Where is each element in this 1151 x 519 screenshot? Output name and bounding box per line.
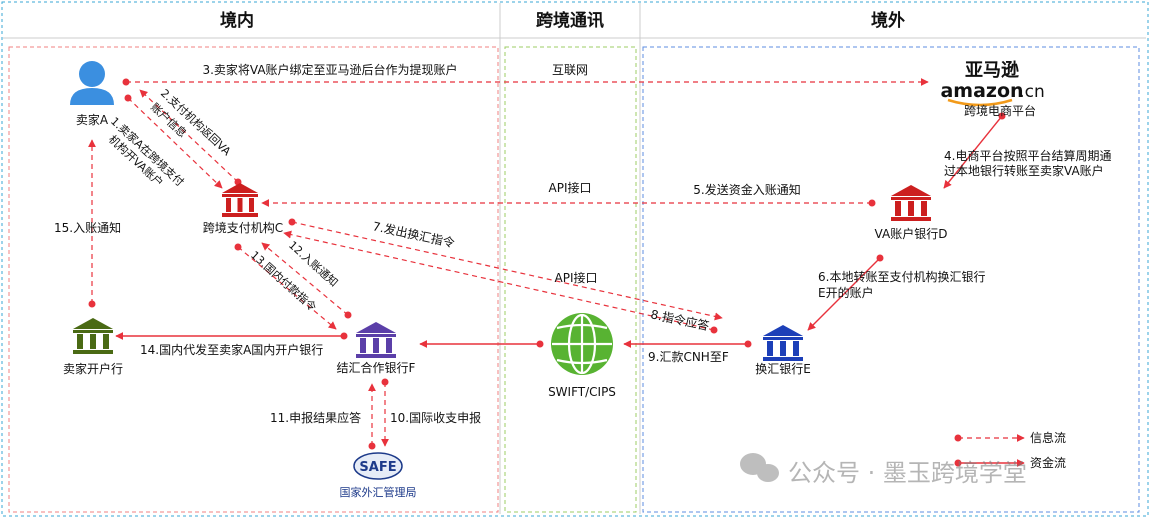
arrow-step-1 [127,97,223,189]
legend-fund-dot [954,459,962,467]
watermark: 公众号 · 墨玉跨境学堂 [740,453,1027,487]
safe-logo-text: SAFE [359,460,396,475]
channel-internet: 互联网 [552,63,588,77]
va-bank-d-label: VA账户银行D [875,226,948,241]
partner-bank-f-icon [356,322,396,358]
header-domestic: 境内 [220,10,254,31]
step-5-label: 5.发送资金入账通知 [693,182,800,197]
legend-fund-label: 资金流 [1030,455,1066,470]
seller-bank-label: 卖家开户行 [63,361,123,376]
amazon-logo: 亚马逊 amazon .cn [940,60,1045,107]
step-4-label-line1: 4.电商平台按照平台结算周期通 [944,148,1111,163]
arrow-step-12 [261,242,349,316]
arrow-step-7-start-dot [288,218,296,226]
payment-c-bank-icon [222,183,258,217]
swift-label: SWIFT/CIPS [548,385,616,399]
step-10-label: 10.国际收支申报 [390,410,481,425]
amazon-logo-suffix: .cn [1019,82,1045,102]
step-3-label: 3.卖家将VA账户绑定至亚马逊后台作为提现账户 [202,62,457,77]
step-7-label: 7.发出换汇指令 [371,218,456,250]
region-domestic [8,46,499,513]
seller-a-person-icon [70,61,114,105]
step-14-label: 14.国内代发至卖家A国内开户银行 [140,342,323,357]
region-overseas [642,46,1140,513]
arrow-step-6 [807,257,881,331]
arrow-step-8-start-dot [710,326,718,334]
arrow-step-7 [291,221,723,321]
step-15-label: 15.入账通知 [54,221,121,235]
arrow-step-5-start-dot [868,199,876,207]
safe-logo: SAFE [353,452,403,480]
arrow-step-15-start-dot [88,300,96,308]
amazon-logo-cn: 亚马逊 [965,60,1019,81]
legend-info-label: 信息流 [1030,430,1066,445]
arrow-step-8 [283,230,715,331]
legend-info-dot [954,434,962,442]
arrow-step-13 [237,246,337,330]
step-4-label-line2: 过本地银行转账至卖家VA账户 [944,163,1104,178]
arrow-step-2 [139,89,239,183]
arrow-step-3-start-dot [122,78,130,86]
arrow-step-6-start-dot [876,254,884,262]
channel-api-2: API接口 [555,270,598,285]
globe-icon [551,313,613,375]
step-6-label-line2: E开的账户 [818,285,874,300]
step-11-label: 11.申报结果应答 [270,410,361,425]
arrow-swift-to-f-start-dot [536,340,544,348]
header-cross-border: 跨境通讯 [536,10,604,31]
arrow-step-13-start-dot [234,243,242,251]
step-9-label: 9.汇款CNH至F [648,350,729,364]
amazon-smile-icon [947,98,1013,107]
arrow-step-14-start-dot [340,332,348,340]
step-6-label-line1: 6.本地转账至支付机构换汇银行 [818,269,985,284]
amazon-logo-en: amazon [940,80,1023,102]
va-bank-d-icon [891,185,931,221]
arrow-step-11-start-dot [368,442,376,450]
arrow-step-10-start-dot [381,378,389,386]
wechat-icon [740,453,779,482]
seller-bank-icon [73,318,113,354]
arrow-step-4 [943,115,1003,189]
safe-label: 国家外汇管理局 [340,485,417,499]
seller-a-label: 卖家A [76,112,109,127]
platform-label: 跨境电商平台 [964,103,1036,118]
fx-bank-e-icon [763,325,803,361]
partner-bank-f-label: 结汇合作银行F [337,360,416,375]
channel-api-1: API接口 [549,180,592,195]
arrow-step-12-start-dot [344,311,352,319]
arrow-step-4-start-dot [998,112,1006,120]
arrow-step-9-start-dot [744,340,752,348]
region-cross-border [504,46,637,513]
payment-c-label: 跨境支付机构C [203,220,283,235]
arrow-step-1-start-dot [124,94,132,102]
watermark-text: 公众号 · 墨玉跨境学堂 [788,459,1027,487]
legend: 信息流 资金流 [954,430,1066,470]
step-8-label: 8.指令应答 [649,306,710,333]
fx-bank-e-label: 换汇银行E [755,362,811,376]
header-overseas: 境外 [871,10,905,31]
